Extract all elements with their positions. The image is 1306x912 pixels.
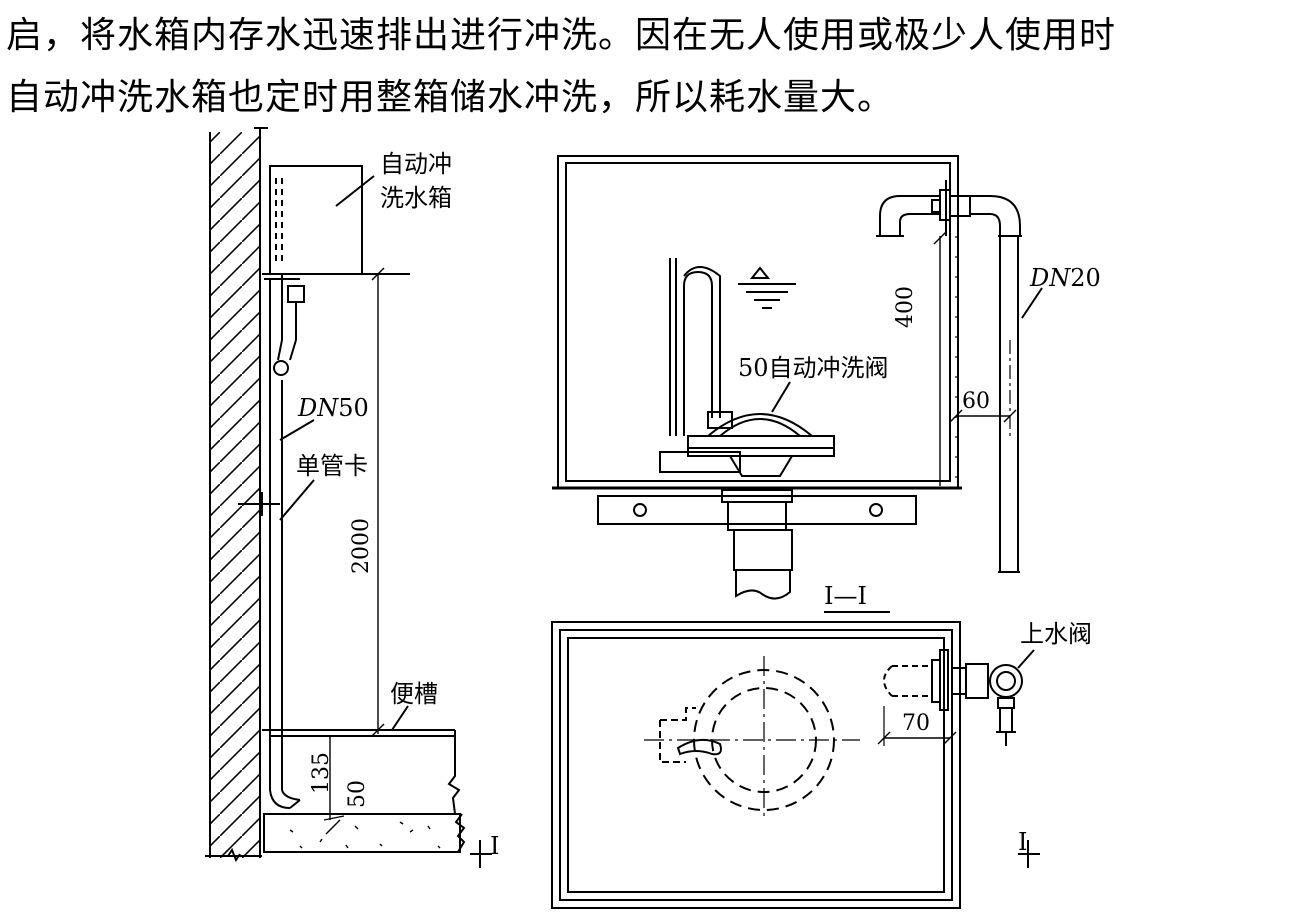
section-tank-inner xyxy=(565,162,951,482)
flush-tank xyxy=(269,165,363,275)
label-dim-70: 70 xyxy=(902,711,930,736)
section-view xyxy=(552,155,1043,613)
trough-break xyxy=(447,730,461,815)
concrete-base xyxy=(263,813,461,853)
label-dim-2000: 2000 xyxy=(349,518,374,574)
label-dn20-size: 20 xyxy=(1070,264,1101,292)
label-flush-valve: 50自动冲洗阀 xyxy=(738,354,889,382)
valve-flange xyxy=(687,435,835,449)
label-dn50: DN50 xyxy=(297,394,369,422)
label-dim-50: 50 xyxy=(345,780,370,808)
paragraph-line-2: 自动冲洗水箱也定时用整箱储水冲洗，所以耗水量大。 xyxy=(6,77,895,118)
plan-view xyxy=(551,621,1040,909)
label-section-mark-right: I xyxy=(1018,828,1027,856)
siphon-tube xyxy=(669,258,713,436)
label-dn20: DN20 xyxy=(1029,264,1101,292)
inlet-elbow-right xyxy=(970,195,1021,236)
plan-tank-outer xyxy=(551,621,961,909)
siphon-plan xyxy=(676,738,722,756)
label-dim-60: 60 xyxy=(962,389,990,414)
pipe-elbow xyxy=(269,789,301,809)
inlet-valve-body xyxy=(989,664,1023,698)
water-level-symbol xyxy=(749,266,771,279)
wall-hatch xyxy=(210,132,260,858)
label-dn50-size: 50 xyxy=(338,394,369,422)
label-trough: 便槽 xyxy=(390,680,438,708)
valve-fitting xyxy=(287,285,305,303)
label-tank-line1: 自动冲 xyxy=(380,150,452,178)
label-dn20-prefix: DN xyxy=(1029,264,1071,292)
label-tank-line2: 洗水箱 xyxy=(380,184,452,212)
label-section-mark-left: I xyxy=(490,832,499,860)
valve-base xyxy=(659,451,741,473)
label-pipe-clip: 单管卡 xyxy=(296,452,368,480)
label-dim-400: 400 xyxy=(893,286,918,328)
outlet-pipe xyxy=(733,529,793,571)
label-inlet-valve: 上水阀 xyxy=(1020,620,1092,648)
concrete-dots xyxy=(289,821,441,849)
label-section-title: I—I xyxy=(824,582,867,610)
mounting-bracket xyxy=(597,495,917,525)
label-dim-135: 135 xyxy=(309,752,334,794)
elevation-view xyxy=(205,127,492,868)
plan-tank-inner xyxy=(567,637,945,893)
control-knob xyxy=(273,360,289,376)
label-dn50-prefix: DN xyxy=(297,394,339,422)
paragraph-line-1: 启，将水箱内存水迅速排出进行冲洗。因在无人使用或极少人使用时 xyxy=(6,15,1117,56)
inlet-elbow-left xyxy=(879,195,940,236)
valve-dome xyxy=(707,413,813,437)
